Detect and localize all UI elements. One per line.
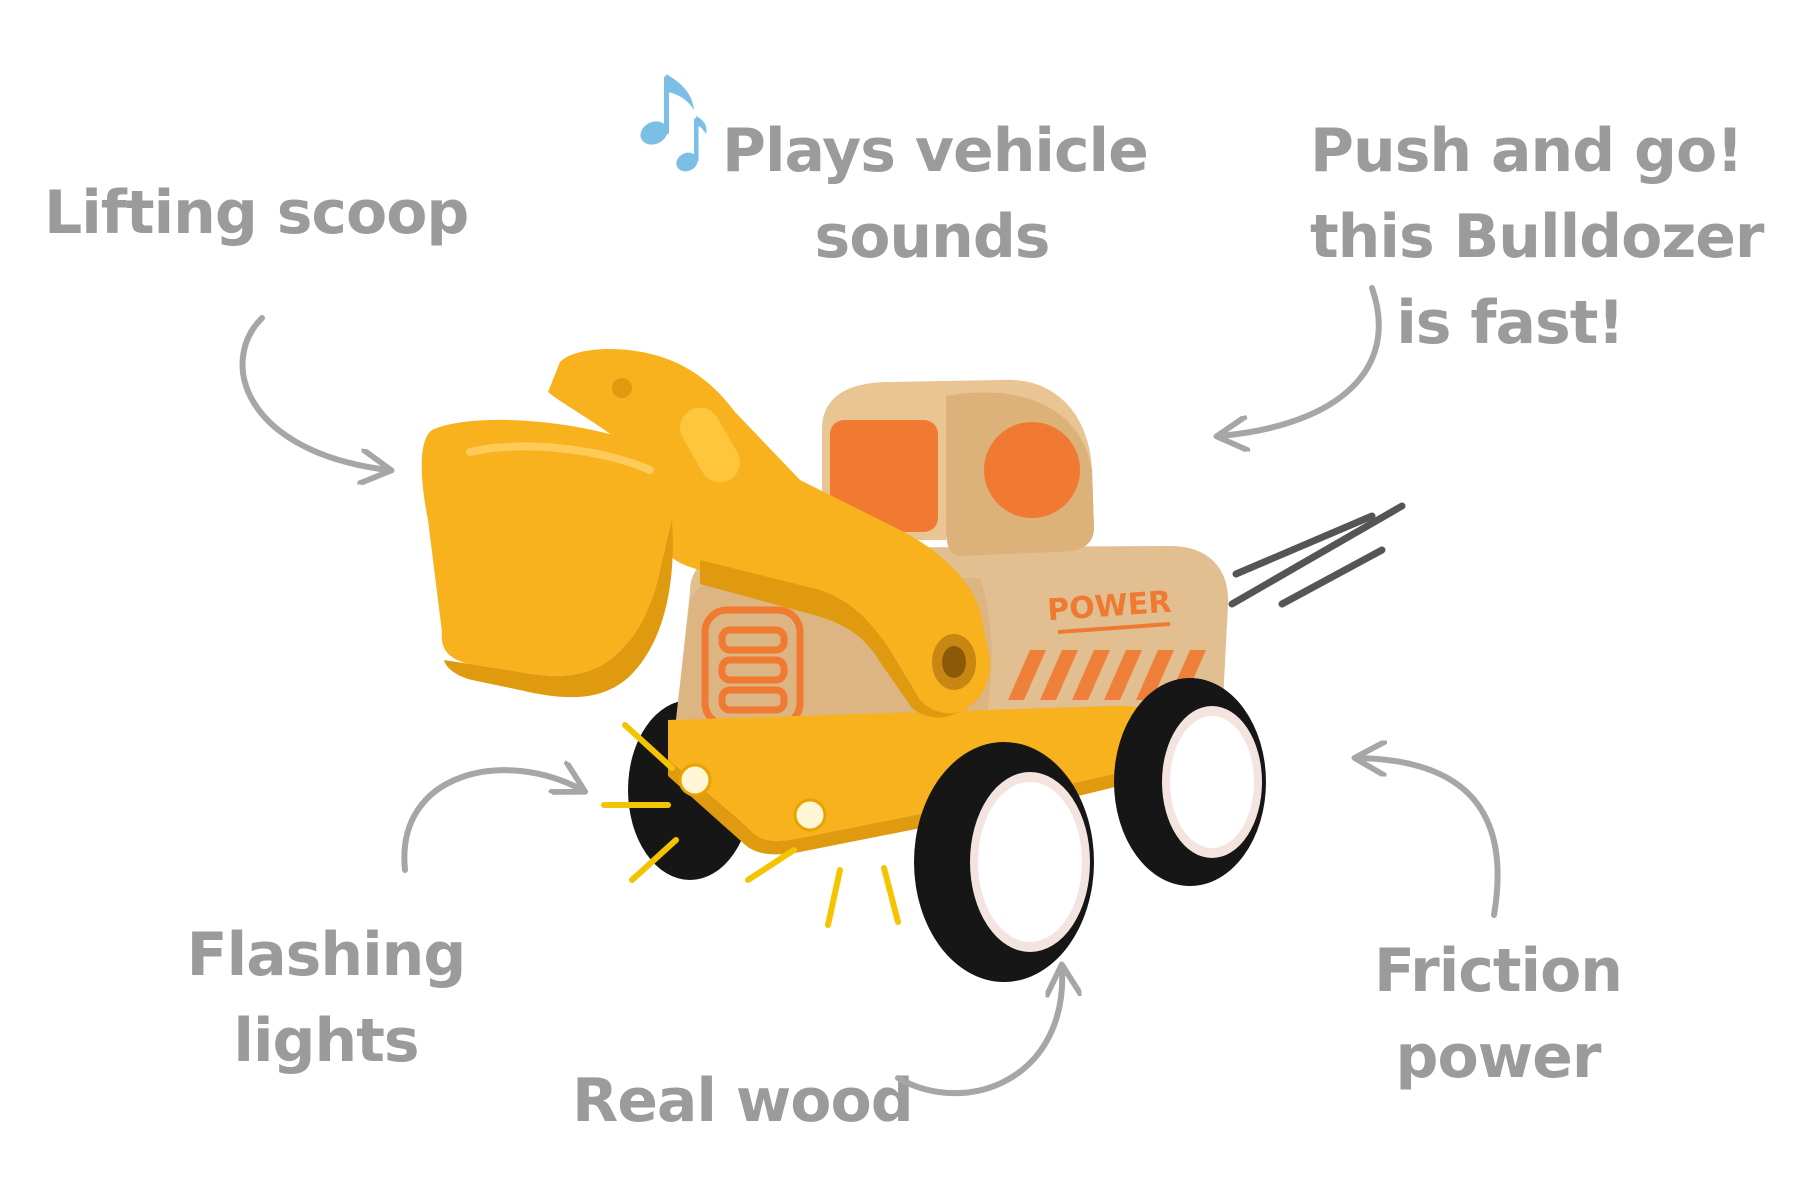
cabin-window-square	[830, 420, 938, 532]
callout-push-line1: Push and go!	[1310, 116, 1744, 186]
curved-arrow-icon-lights	[401, 770, 582, 873]
lifting-scoop	[421, 419, 679, 676]
bulldozer-toy: POWER	[421, 348, 1266, 982]
callout-push-line2: this Bulldozer	[1310, 202, 1765, 272]
callout-push-and-go: Push and go! this Bulldozer is fast!	[1310, 108, 1765, 366]
callout-friction-line1: Friction	[1373, 936, 1623, 1006]
callout-sounds-line1: Plays vehicle	[722, 116, 1149, 186]
callout-flashing-lights: Flashing lights	[176, 912, 476, 1084]
callout-lifting-scoop: Lifting scoop	[44, 170, 469, 256]
curved-arrow-icon-friction	[1358, 758, 1501, 918]
flash-rays	[601, 722, 901, 928]
callout-flashing-line1: Flashing	[186, 920, 467, 990]
callout-flashing-line2: lights	[233, 1006, 419, 1076]
curved-arrow-icon-scoop	[239, 315, 388, 470]
callout-lifting-scoop-text: Lifting scoop	[44, 178, 469, 248]
wheel-back-right	[1114, 678, 1266, 886]
wheel-front	[914, 742, 1094, 982]
arm-pivot	[612, 378, 632, 398]
excavator-arm	[548, 348, 991, 714]
speed-lines	[1228, 502, 1406, 608]
power-badge: POWER	[1046, 585, 1172, 629]
callout-friction-power: Friction power	[1368, 928, 1628, 1100]
callout-push-line3: is fast!	[1396, 288, 1625, 358]
headlight-right	[793, 798, 827, 832]
callout-real-wood-text: Real wood	[572, 1066, 914, 1136]
callout-friction-line2: power	[1395, 1022, 1602, 1092]
cabin-window-round	[984, 422, 1080, 518]
curved-arrow-icon-push	[1220, 285, 1382, 436]
music-note-icon	[640, 74, 707, 172]
plastic-base	[668, 705, 1176, 841]
headlight-left	[678, 763, 712, 797]
callout-sounds-line2: sounds	[814, 202, 1050, 272]
curved-arrow-icon-wood	[895, 968, 1062, 1097]
callout-vehicle-sounds: Plays vehicle sounds	[722, 108, 1149, 280]
callout-real-wood: Real wood	[572, 1058, 914, 1144]
